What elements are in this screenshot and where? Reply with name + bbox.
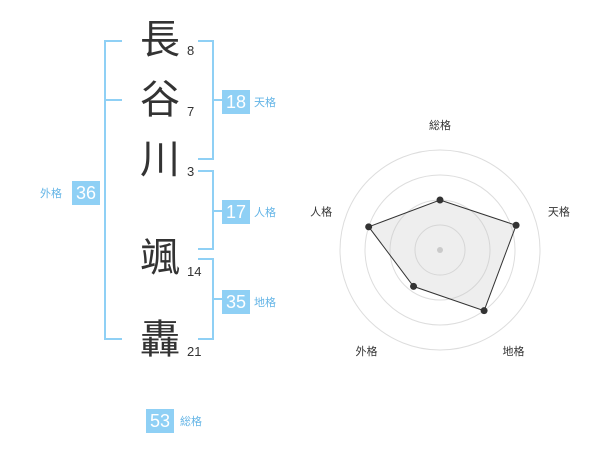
name-char-1: 長: [140, 17, 180, 63]
radar-axis-label-4: 外格: [356, 344, 378, 358]
stroke-count-3: 3: [187, 164, 195, 179]
soukaku-value-badge: 53: [146, 409, 174, 433]
chikaku-bracket: [198, 258, 214, 340]
stroke-count-2: 7: [187, 104, 195, 119]
radar-point-4: [410, 282, 418, 290]
name-char-4: 颯: [140, 235, 180, 281]
gaikaku-bracket-tick: [104, 99, 122, 101]
gaikaku-value-badge: 36: [72, 181, 100, 205]
stroke-count-1: 8: [187, 43, 195, 58]
radar-series-polygon: [367, 199, 517, 312]
radar-grid-ring: [339, 149, 541, 351]
jinkaku-label: 人格: [254, 206, 276, 219]
tenkaku-bracket-tick: [214, 99, 222, 101]
name-char-5: 轟: [140, 317, 180, 363]
radar-axis-label-1: 総格: [429, 118, 451, 132]
name-char-3: 川: [140, 137, 180, 183]
tenkaku-value-badge: 18: [222, 90, 250, 114]
radar-axis-label-2: 天格: [548, 204, 570, 218]
jinkaku-bracket-tick: [214, 210, 222, 212]
soukaku-label: 総格: [180, 415, 202, 428]
radar-point-3: [480, 307, 488, 315]
radar-axis-label-3: 地格: [502, 344, 524, 358]
stroke-count-5: 21: [187, 344, 202, 359]
jinkaku-value-badge: 17: [222, 200, 250, 224]
radar-point-5: [365, 223, 373, 231]
gaikaku-label: 外格: [40, 187, 62, 200]
chikaku-label: 地格: [254, 296, 276, 309]
radar-point-1: [436, 196, 444, 204]
radar-axis-label-5: 人格: [310, 204, 332, 218]
gaikaku-bracket: [104, 40, 122, 340]
stroke-count-4: 14: [187, 264, 202, 279]
name-char-2: 谷: [140, 77, 180, 123]
jinkaku-bracket: [198, 170, 214, 250]
chikaku-value-badge: 35: [222, 290, 250, 314]
radar-grid-ring: [414, 224, 466, 276]
tenkaku-bracket: [198, 40, 214, 160]
radar-point-2: [512, 221, 520, 229]
tenkaku-label: 天格: [254, 96, 276, 109]
chikaku-bracket-tick: [214, 298, 222, 300]
radar-grid-ring: [364, 174, 516, 326]
radar-center-dot: [437, 247, 443, 253]
